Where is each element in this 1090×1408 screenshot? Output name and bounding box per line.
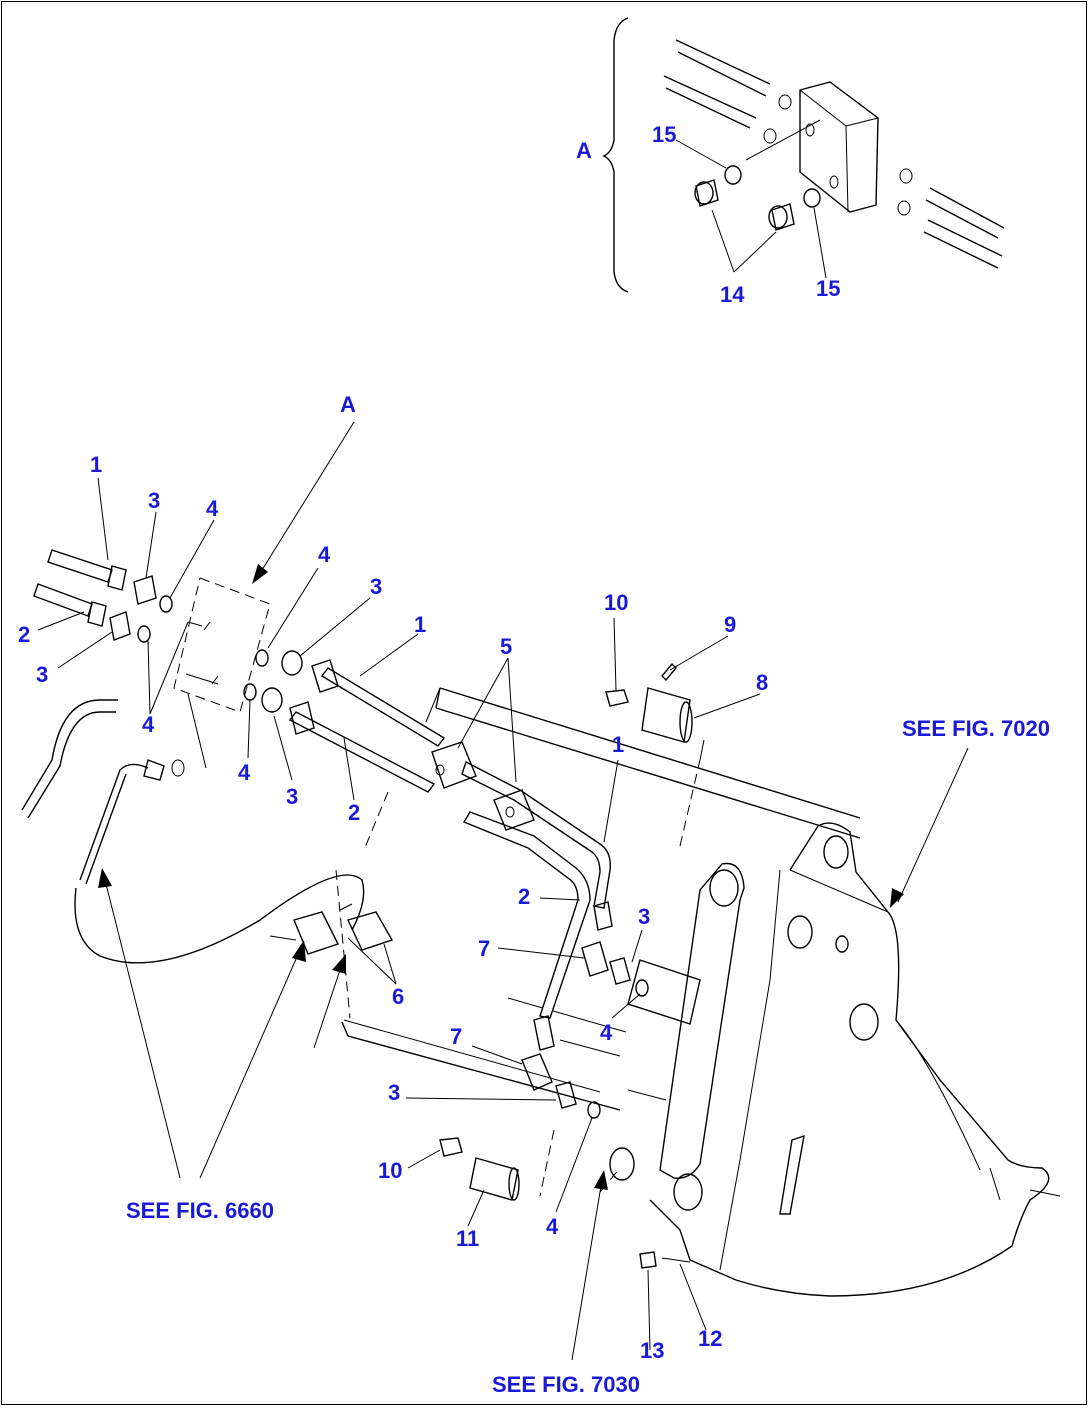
callout-2: 2 [18, 622, 30, 647]
callout-5: 5 [500, 634, 512, 659]
callout-1: 1 [414, 612, 426, 637]
reference-fig-6660: SEE FIG. 6660 [126, 1198, 274, 1223]
bolt-9 [661, 662, 677, 682]
callout-13: 13 [640, 1338, 664, 1363]
plug-14 [695, 179, 719, 207]
adapter-3 [609, 957, 631, 985]
adapter-3 [555, 1081, 577, 1109]
leader-lines [37, 421, 969, 1361]
callout-4: 4 [238, 760, 251, 785]
detail-a-label: A [576, 138, 592, 163]
plug-14 [771, 203, 795, 231]
elbow-7 [521, 1053, 553, 1091]
hose-end-1 [47, 549, 113, 583]
o-ring-4 [635, 979, 649, 997]
adapter-3 [109, 611, 131, 641]
callout-labels: A 15 14 15 A 1 3 4 2 3 4 4 3 1 4 3 2 5 1… [18, 122, 1050, 1397]
hose-1 [320, 667, 446, 747]
bucket-arm [659, 862, 745, 1179]
callout-4: 4 [142, 712, 155, 737]
callout-3: 3 [388, 1080, 400, 1105]
detail-a-view [602, 17, 1005, 293]
adapter-3 [133, 575, 157, 605]
callout-15: 15 [652, 122, 676, 147]
hoses [243, 649, 649, 1119]
callout-1: 1 [90, 452, 102, 477]
callout-3: 3 [370, 574, 382, 599]
bucket-side-plate [649, 822, 1050, 1297]
bucket-assembly [335, 687, 1061, 1297]
detail-hose-3 [925, 187, 1005, 239]
callout-4: 4 [546, 1214, 559, 1239]
callout-15: 15 [816, 276, 840, 301]
callout-14: 14 [720, 282, 745, 307]
pin-8 [641, 687, 691, 743]
callout-8: 8 [756, 670, 768, 695]
mounting-bracket [173, 577, 271, 769]
callout-3: 3 [286, 784, 298, 809]
callout-10: 10 [604, 590, 628, 615]
callout-2: 2 [348, 800, 360, 825]
callout-11: 11 [456, 1226, 479, 1251]
grease-line [74, 874, 365, 964]
pins [439, 662, 693, 1269]
o-ring-15 [724, 165, 742, 185]
detail-hose-2 [663, 75, 757, 129]
left-hose-ends [21, 549, 394, 964]
callout-2: 2 [518, 884, 530, 909]
detail-hose-4 [923, 219, 1003, 269]
pin-11 [469, 1157, 519, 1201]
callout-12: 12 [698, 1326, 722, 1351]
callout-9: 9 [724, 612, 736, 637]
reference-fig-7020: SEE FIG. 7020 [902, 716, 1050, 741]
bolt-12 [661, 1257, 691, 1263]
callout-4: 4 [206, 496, 219, 521]
callout-1: 1 [612, 732, 624, 757]
nut-13 [639, 1251, 657, 1269]
callout-10: 10 [378, 1158, 402, 1183]
callout-7: 7 [450, 1024, 462, 1049]
bucket-slot [779, 1134, 805, 1215]
callout-4: 4 [318, 542, 331, 567]
hose-end-2 [33, 583, 93, 617]
callout-3: 3 [638, 904, 650, 929]
callout-6: 6 [392, 984, 404, 1009]
callout-3: 3 [36, 662, 48, 687]
detail-a-brace [602, 17, 629, 293]
view-a-label: A [340, 392, 356, 417]
callout-4: 4 [600, 1020, 613, 1045]
hose-clamp-5 [493, 789, 535, 831]
callout-3: 3 [148, 488, 160, 513]
reference-fig-7030: SEE FIG. 7030 [492, 1372, 640, 1397]
o-ring-15 [803, 188, 821, 208]
valve-block [799, 81, 879, 213]
o-ring-4 [137, 625, 151, 643]
elbow-7 [581, 941, 609, 977]
callout-7: 7 [478, 936, 490, 961]
o-ring-4 [159, 595, 173, 613]
fitting-6 [347, 911, 394, 951]
grease-fitting-10 [605, 689, 629, 707]
detail-hose-1 [675, 39, 771, 97]
grease-fitting-10 [439, 1137, 463, 1157]
o-ring-4 [587, 1101, 601, 1119]
hose-clamp-5 [431, 741, 477, 789]
